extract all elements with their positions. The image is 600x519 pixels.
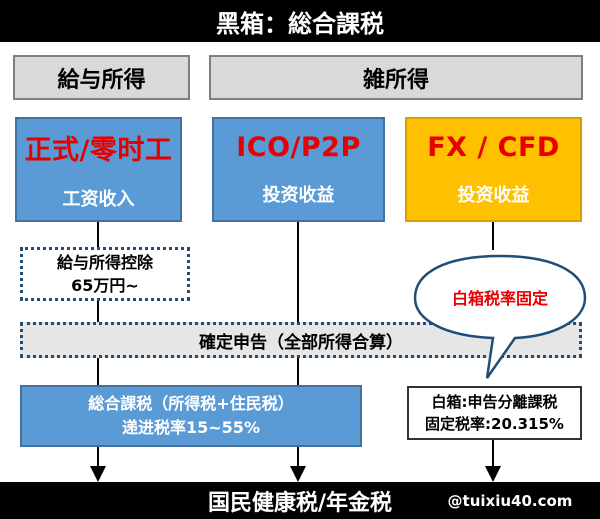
section-salary: 給与所得 [13,55,190,100]
watermark: @tuixiu40.com [447,491,573,510]
callout: 白箱税率固定 [420,272,580,322]
header-title: 黑箱：総合課税 [216,9,384,38]
section-salary-label: 給与所得 [57,67,146,93]
box-fx-title: FX / CFD [427,132,560,163]
separate-line2: 固定税率:20.315% [425,415,564,433]
down-arrow-icon [90,466,106,482]
separate-tax-box: 白箱:申告分離課税 固定税率:20.315% [407,386,582,440]
down-arrow-icon [290,466,306,482]
box-fx: FX / CFD 投资收益 [405,117,582,222]
separate-line1: 白箱:申告分離課税 [431,392,558,411]
box-ico: ICO/P2P 投资收益 [212,117,385,222]
speech-bubble-icon [413,254,587,379]
deduction-line1: 給与所得控除 [56,252,153,272]
comprehensive-line2: 递进税率15~55% [122,418,260,437]
box-ico-subtitle: 投资收益 [262,185,335,206]
box-worker-subtitle: 工资收入 [62,189,135,210]
box-ico-title: ICO/P2P [236,132,361,163]
footer-bar: 国民健康税/年金税 @tuixiu40.com [0,482,600,519]
down-arrow-icon [485,466,501,482]
comprehensive-line1: 総合課税（所得税+住民税） [88,394,294,413]
header-bar: 黑箱：総合課税 [0,0,600,42]
box-worker-title: 正式/零时工 [24,135,173,166]
footer-title: 国民健康税/年金税 [207,490,393,516]
filing-label: 確定申告（全部所得合算） [199,332,403,353]
deduction-line2: 65万円~ [71,276,139,295]
section-misc: 雑所得 [209,55,583,100]
deduction-box: 給与所得控除 65万円~ [20,247,190,301]
box-worker: 正式/零时工 工资收入 [15,117,182,222]
section-misc-label: 雑所得 [362,67,429,93]
box-fx-subtitle: 投资收益 [457,185,530,206]
callout-text: 白箱税率固定 [451,289,548,308]
comprehensive-tax-box: 総合課税（所得税+住民税） 递进税率15~55% [20,385,362,447]
